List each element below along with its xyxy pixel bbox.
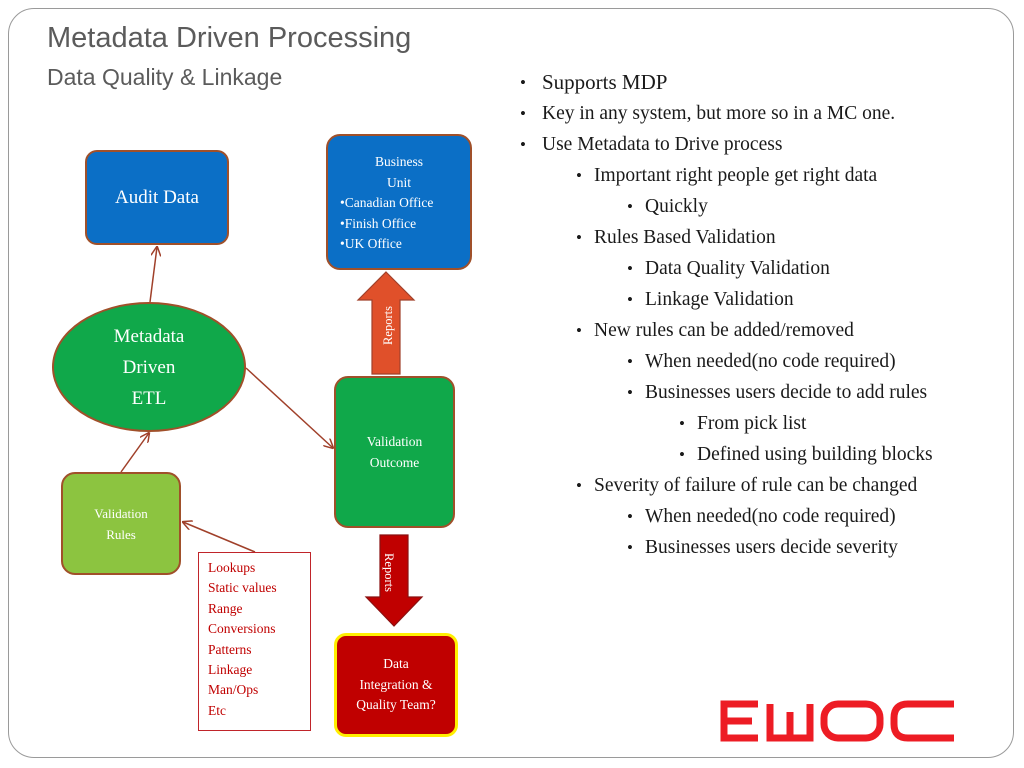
data-integration-label-2: Integration & [359, 676, 433, 692]
rule-type-item: Static values [208, 580, 277, 596]
bullet-item: Data Quality Validation [520, 253, 1000, 284]
bullet-item: Quickly [520, 191, 1000, 222]
audit-data-box: Audit Data [85, 150, 229, 245]
rule-type-item: Conversions [208, 621, 276, 637]
validation-outcome-label-2: Outcome [369, 455, 420, 470]
reports-up-label: Reports [380, 306, 395, 345]
slide-title: Metadata Driven Processing [47, 22, 412, 54]
bullet-item: Businesses users decide to add rules [520, 377, 1000, 408]
reports-down-arrow [364, 534, 424, 627]
bullet-item: Defined using building blocks [520, 439, 1000, 470]
rule-type-item: Lookups [208, 560, 256, 575]
bullet-item: Important right people get right data [520, 160, 1000, 191]
reports-down-label: Reports [381, 553, 396, 592]
bullet-item: When needed(no code required) [520, 346, 1000, 377]
bullet-item: Key in any system, but more so in a MC o… [520, 98, 1000, 129]
bullet-list: Supports MDP Key in any system, but more… [520, 67, 1000, 563]
rule-type-item: Man/Ops [208, 682, 259, 698]
connector-etl-to-audit [149, 247, 157, 303]
validation-rules-label-1: Validation [94, 505, 148, 521]
metadata-driven-etl-ellipse: Metadata Driven ETL [52, 302, 246, 432]
bullet-item: Supports MDP [520, 67, 1000, 98]
rule-type-item: Linkage [208, 662, 253, 678]
business-unit-item: •Finish Office [340, 215, 417, 231]
slide-frame [8, 8, 1014, 758]
data-integration-label-1: Data [383, 656, 409, 672]
business-unit-title-2: Unit [386, 174, 411, 190]
rule-types-list: Lookups Static values Range Conversions … [198, 552, 311, 731]
business-unit-item: •Canadian Office [340, 195, 434, 210]
business-unit-item: •UK Office [340, 236, 402, 251]
audit-data-label: Audit Data [115, 186, 199, 208]
bullet-item: From pick list [520, 408, 1000, 439]
etl-label-3: ETL [131, 387, 167, 409]
data-integration-box: Data Integration & Quality Team? [334, 633, 458, 737]
bullet-item: When needed(no code required) [520, 501, 1000, 532]
business-unit-box: Business Unit •Canadian Office •Finish O… [326, 134, 472, 270]
bullet-item: New rules can be added/removed [520, 315, 1000, 346]
connector-rules-to-etl [120, 433, 149, 473]
etl-label-2: Driven [122, 356, 176, 378]
etl-label-1: Metadata [113, 325, 185, 347]
bullet-item: Rules Based Validation [520, 222, 1000, 253]
slide-subtitle: Data Quality & Linkage [47, 64, 283, 90]
connector-list-to-rules [183, 522, 256, 553]
bullet-item: Severity of failure of rule can be chang… [520, 470, 1000, 501]
bullet-item: Linkage Validation [520, 284, 1000, 315]
validation-rules-label-2: Rules [106, 526, 136, 542]
rule-type-item: Etc [208, 702, 226, 718]
data-integration-label-3: Quality Team? [356, 697, 436, 713]
ewoc-logo [720, 700, 954, 742]
rule-type-item: Range [208, 600, 243, 616]
validation-outcome-label-1: Validation [366, 434, 423, 449]
reports-up-arrow [356, 271, 416, 375]
validation-rules-box: Validation Rules [61, 472, 181, 575]
bullet-item: Use Metadata to Drive process [520, 129, 1000, 160]
validation-outcome-box: Validation Outcome [334, 376, 455, 528]
business-unit-title-1: Business [374, 154, 423, 169]
connector-etl-to-outcome [245, 367, 333, 448]
rule-type-item: Patterns [208, 641, 252, 657]
bullet-item: Businesses users decide severity [520, 532, 1000, 563]
